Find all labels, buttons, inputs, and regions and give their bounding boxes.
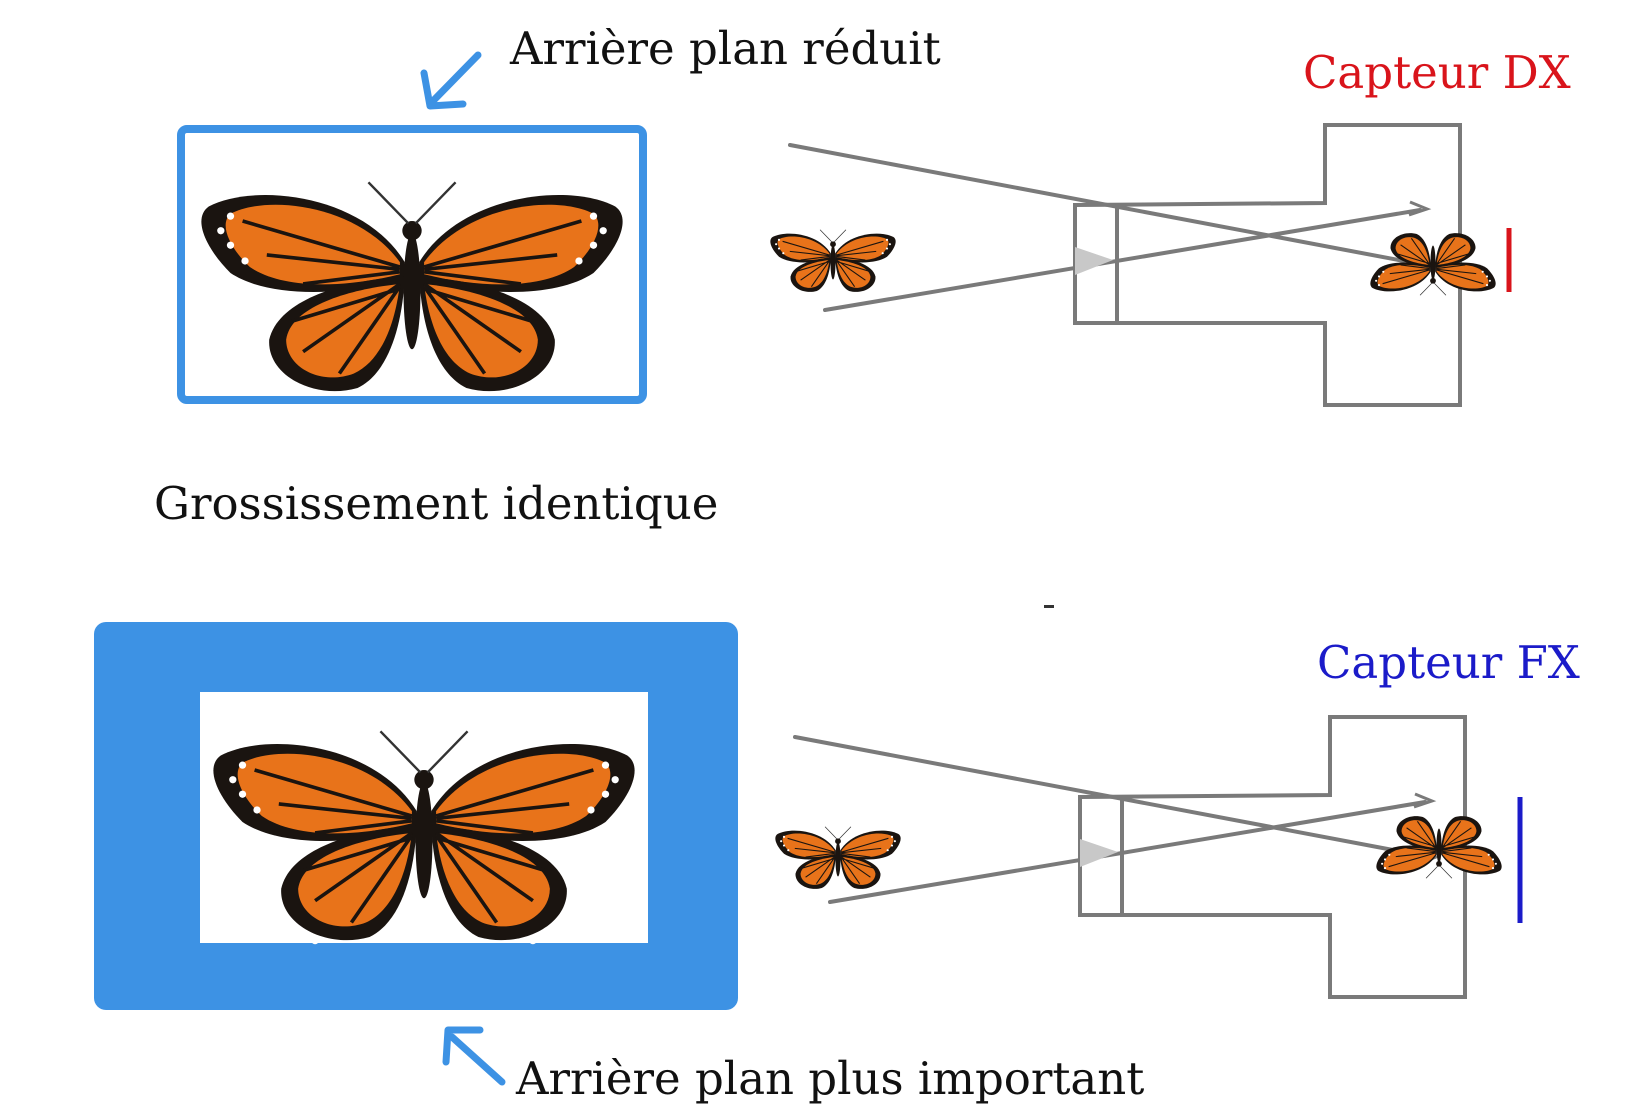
camera-sketch-fx [793,715,1467,999]
reduced-background-label: Arrière plan réduit [510,22,941,75]
large-butterfly-top [199,180,625,398]
camera-sketch-dx [788,123,1462,407]
sensor-dx-label: Capteur DX [1303,46,1571,99]
subject-butterfly-fx [774,826,902,891]
sensor-fx-label: Capteur FX [1317,636,1580,689]
arrow-up-left-icon-bottom [442,1026,506,1086]
arrow-down-left-icon-top [420,51,482,110]
subject-butterfly-dx [769,229,897,294]
reduced-background-frame [177,125,647,404]
projected-butterfly-dx [1369,231,1497,296]
identical-magnification-label: Grossissement identique [154,477,719,530]
projected-butterfly-fx [1375,814,1503,879]
larger-background-label: Arrière plan plus important [516,1052,1145,1105]
